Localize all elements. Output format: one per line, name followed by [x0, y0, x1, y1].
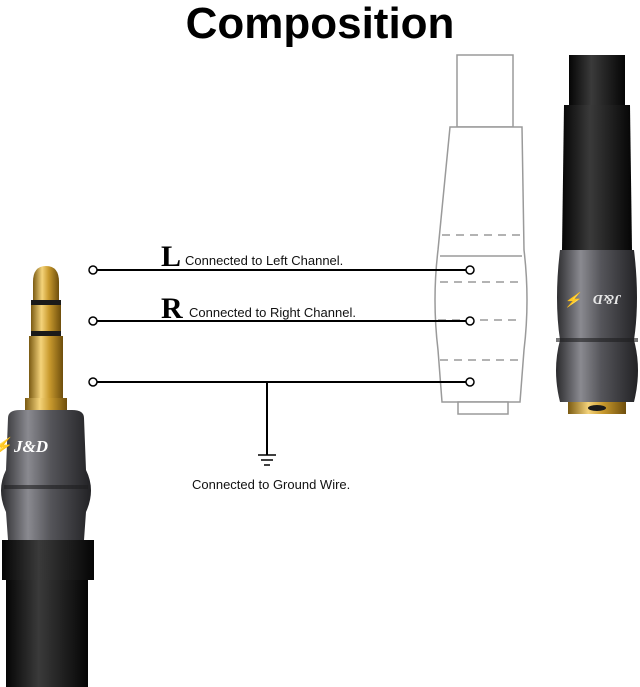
ground-symbol-icon — [258, 454, 276, 466]
plug-tip — [33, 266, 59, 300]
female-socket: J&D ⚡ — [556, 55, 638, 414]
ground-wire-end-dot — [465, 377, 475, 387]
ground-label: Connected to Ground Wire. — [192, 477, 350, 492]
outline-cable — [456, 54, 514, 128]
left-channel-letter: L — [161, 240, 181, 273]
socket-hole — [588, 405, 606, 411]
plug-housing-groove — [4, 485, 88, 489]
plug-insulator-ring-1 — [31, 300, 61, 305]
ground-wire-start-dot — [88, 377, 98, 387]
plug-insulator-ring-2 — [31, 331, 61, 336]
plug-cable — [6, 580, 88, 687]
left-wire-end-dot — [465, 265, 475, 275]
female-socket-outline — [434, 54, 528, 415]
right-channel-label: Connected to Right Channel. — [189, 305, 356, 320]
right-channel-letter: R — [161, 292, 183, 325]
socket-strain-relief — [562, 105, 632, 250]
left-wire-start-dot — [88, 265, 98, 275]
socket-housing — [556, 250, 638, 402]
socket-housing-groove — [556, 338, 638, 342]
socket-cable — [569, 55, 625, 105]
connection-wires — [88, 265, 475, 455]
male-plug: J&D ⚡ — [0, 266, 94, 687]
plug-ring — [31, 305, 61, 331]
outline-port — [457, 401, 509, 415]
right-wire-end-dot — [465, 316, 475, 326]
plug-strain-relief — [2, 540, 94, 580]
bolt-icon: ⚡ — [0, 436, 13, 457]
left-channel-label: Connected to Left Channel. — [185, 253, 343, 268]
plug-housing — [1, 410, 91, 540]
socket-brand-logo: J&D — [593, 291, 622, 306]
outline-housing — [434, 126, 528, 403]
diagram-title: Composition — [185, 0, 455, 48]
socket-bolt-icon: ⚡ — [565, 291, 584, 308]
plug-brand-logo: J&D — [13, 437, 48, 456]
plug-collar — [25, 398, 67, 410]
plug-sleeve — [29, 336, 63, 398]
right-wire-start-dot — [88, 316, 98, 326]
